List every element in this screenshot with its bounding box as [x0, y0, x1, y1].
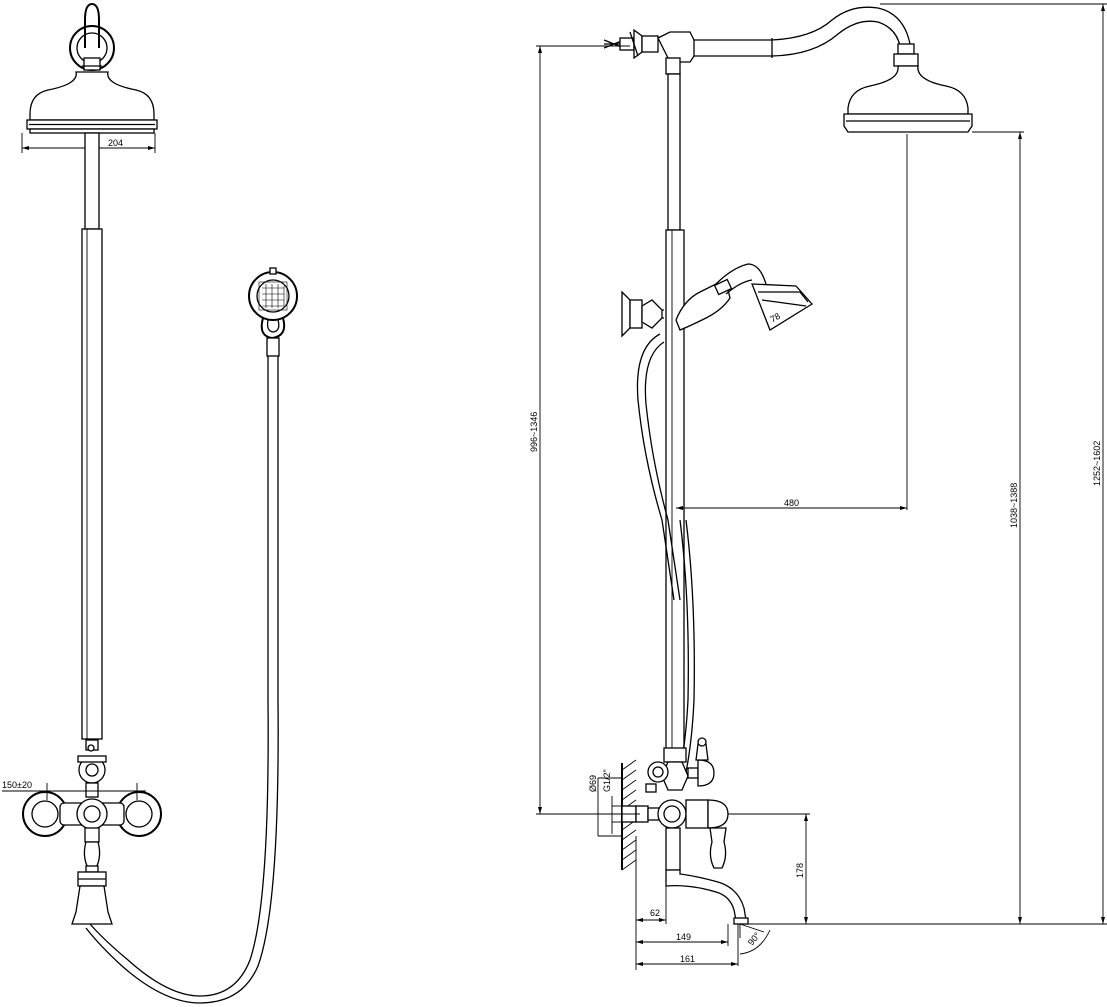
- dim-head-height-label: 1038~1388: [1009, 483, 1019, 528]
- side-wall-section: [621, 759, 649, 871]
- front-riser-pipe: [81, 132, 103, 740]
- dim-arm-reach-label: 480: [784, 498, 799, 508]
- dim-spout-62-label: 62: [650, 908, 660, 918]
- front-mixer-body: [22, 791, 162, 873]
- dim-arm-reach: 480: [676, 134, 908, 510]
- dim-head-height: 1038~1388: [972, 131, 1024, 924]
- front-view: 204 150±20: [2, 2, 298, 1004]
- dim-wall-dia-label: Ø69: [588, 775, 598, 792]
- front-diverter: [77, 739, 107, 798]
- dim-spout-projection: 62 149 161: [635, 836, 739, 970]
- dim-spout-161-label: 161: [680, 954, 695, 964]
- side-hose: [636, 333, 695, 773]
- dim-wall-connection: Ø69 G1/2": [588, 769, 622, 837]
- side-spout: [665, 827, 749, 925]
- dim-total-height-label: 1252~1602: [1092, 441, 1102, 486]
- dim-rail-height-label: 996~1346: [529, 412, 539, 452]
- front-hose: [85, 356, 279, 1004]
- side-top-wall-bracket: [603, 28, 695, 63]
- front-rain-shower-head: [26, 71, 158, 134]
- front-hand-shower: [248, 267, 298, 357]
- dim-head-width-label: 204: [108, 138, 123, 148]
- dim-spout-height: 178: [728, 813, 810, 924]
- dim-thread-label: G1/2": [602, 769, 612, 792]
- dim-wall-spacing-label: 150±20: [2, 780, 32, 790]
- front-head-arm: [69, 2, 115, 71]
- side-diverter: [645, 737, 715, 793]
- side-shower-arm: [694, 6, 919, 67]
- dim-rail-height: 996~1346: [529, 45, 640, 815]
- side-rail-pipe: [665, 57, 685, 751]
- side-hand-shower: 78: [675, 263, 813, 331]
- side-view: 78: [529, 3, 1107, 970]
- side-rain-shower-head: [843, 65, 973, 133]
- dim-hand-shower-label: 78: [768, 311, 782, 325]
- dim-spout-height-label: 178: [795, 863, 805, 878]
- dim-spout-angle: 90°: [739, 923, 771, 955]
- side-mixer-body: [647, 799, 729, 869]
- dim-spout-149-label: 149: [676, 932, 691, 942]
- front-spout: [71, 871, 113, 925]
- side-slider-bracket: [621, 290, 664, 338]
- dim-total-height: 1252~1602: [880, 3, 1107, 924]
